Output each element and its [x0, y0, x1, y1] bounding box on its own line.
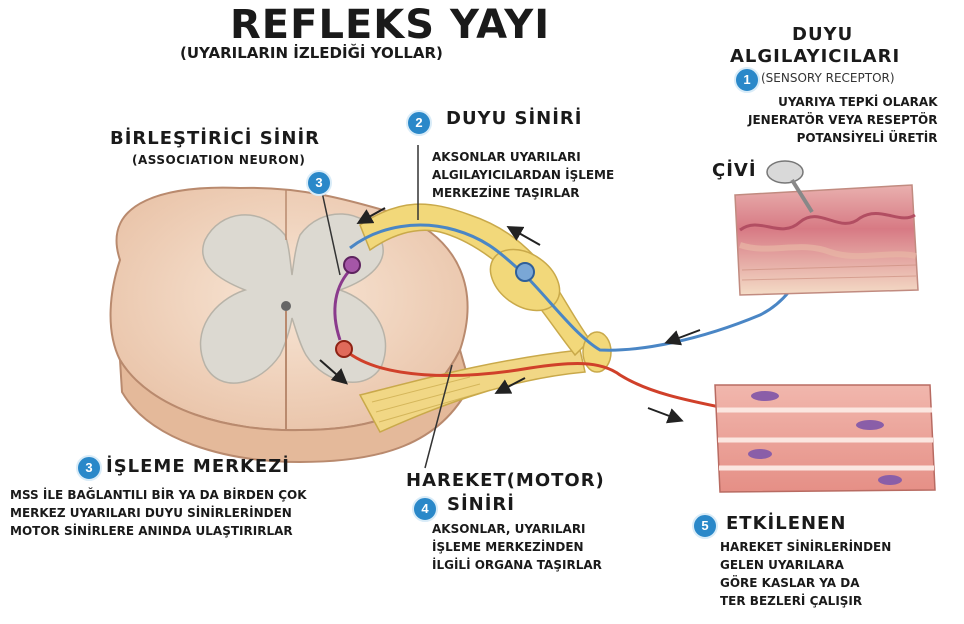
- skin-tissue: [735, 185, 918, 295]
- motor-cell-body: [336, 341, 352, 357]
- sensory-title: DUYU SİNİRİ: [446, 108, 582, 129]
- processing-badge: 3: [76, 455, 102, 481]
- nail-label: ÇİVİ: [712, 160, 757, 181]
- effector-badge: 5: [692, 513, 718, 539]
- receptor-title-line1: DUYU: [792, 24, 853, 45]
- sensory-description: AKSONLAR UYARILARI ALGILAYICILARDAN İŞLE…: [432, 148, 614, 202]
- receptor-english: (SENSORY RECEPTOR): [761, 71, 895, 85]
- association-english: (ASSOCIATION NEURON): [132, 153, 305, 167]
- receptor-description: UYARIYA TEPKİ OLARAK JENERATÖR VEYA RESE…: [748, 93, 938, 147]
- association-title: BİRLEŞTİRİCİ SİNİR: [110, 128, 320, 149]
- page-title: REFLEKS YAYI: [230, 2, 550, 48]
- sensory-badge: 2: [406, 110, 432, 136]
- receptor-title-line2: ALGILAYICILARI: [730, 46, 900, 67]
- effector-title: ETKİLENEN: [726, 513, 846, 534]
- processing-title: İŞLEME MERKEZİ: [106, 456, 290, 477]
- page-subtitle: (UYARILARIN İZLEDİĞİ YOLLAR): [180, 44, 443, 62]
- processing-description: MSS İLE BAĞLANTILI BİR YA DA BİRDEN ÇOK …: [10, 486, 307, 540]
- motor-badge: 4: [412, 496, 438, 522]
- sensory-cell-body: [516, 263, 534, 281]
- receptor-badge: 1: [734, 67, 760, 93]
- central-canal: [281, 301, 291, 311]
- effector-description: HAREKET SİNİRLERİNDEN GELEN UYARILARA GÖ…: [720, 538, 891, 610]
- motor-title-line1: HAREKET(MOTOR): [406, 470, 605, 491]
- motor-description: AKSONLAR, UYARILARI İŞLEME MERKEZİNDEN İ…: [432, 520, 602, 574]
- association-badge: 3: [306, 170, 332, 196]
- muscle-tissue: [715, 385, 935, 492]
- motor-title-line2: SİNİRİ: [447, 494, 515, 515]
